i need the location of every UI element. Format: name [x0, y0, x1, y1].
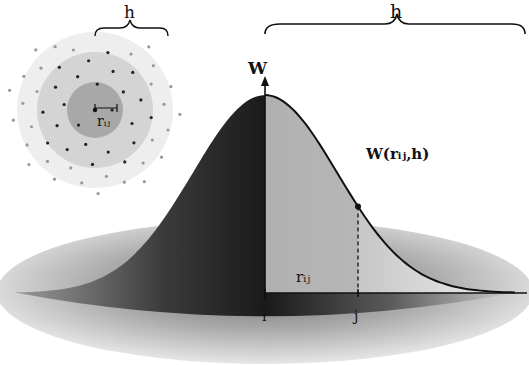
particle — [8, 89, 11, 92]
particle — [46, 160, 49, 163]
particle — [35, 90, 38, 93]
particle — [122, 90, 125, 93]
kernel-section — [265, 95, 515, 293]
axis-label: W(rᵢⱼ,h) — [366, 147, 429, 162]
rij-bracket — [95, 104, 117, 112]
h-bracket-small — [95, 20, 168, 36]
particle — [129, 52, 132, 55]
particle — [39, 67, 42, 70]
particle — [143, 180, 146, 183]
particle — [111, 108, 114, 111]
particle — [30, 125, 33, 128]
particle — [142, 161, 145, 164]
inner-region — [67, 82, 123, 138]
particle — [131, 71, 134, 74]
particle — [21, 102, 24, 105]
particle — [72, 48, 75, 51]
particle — [160, 156, 163, 159]
particle — [58, 66, 61, 69]
particle — [178, 113, 181, 116]
particle — [130, 122, 133, 125]
particle — [12, 119, 15, 122]
axis-tick — [264, 289, 265, 297]
particle — [53, 178, 56, 181]
particle — [27, 163, 30, 166]
particle — [54, 86, 57, 89]
section-strip — [265, 95, 358, 293]
particle — [150, 116, 153, 119]
particle — [96, 83, 99, 86]
disc-label: h — [390, 2, 402, 21]
particle — [84, 143, 87, 146]
axis-label: j — [354, 309, 358, 323]
particle — [107, 151, 110, 154]
w-axis — [264, 80, 266, 300]
particle — [54, 45, 57, 48]
particle — [147, 45, 150, 48]
particle — [106, 51, 109, 54]
particle — [166, 128, 169, 131]
particle — [91, 163, 94, 166]
particle — [55, 124, 58, 127]
particle — [87, 59, 90, 62]
axis-label: W — [248, 60, 267, 77]
particle — [123, 160, 126, 163]
dashed-j — [357, 207, 358, 293]
particle — [22, 75, 25, 78]
particle — [63, 103, 66, 106]
particle — [46, 141, 49, 144]
particle — [132, 141, 135, 144]
particle — [139, 98, 142, 101]
particle — [162, 103, 165, 106]
kernel-curve — [265, 95, 515, 293]
axis-label: i — [262, 309, 266, 323]
particle — [69, 166, 72, 169]
particle — [25, 143, 28, 146]
particle — [123, 181, 126, 184]
particle — [105, 175, 108, 178]
disc-label: h — [124, 4, 135, 21]
particle — [151, 138, 154, 141]
axis-label: rᵢⱼ — [296, 270, 310, 285]
particle — [169, 85, 172, 88]
r-axis — [265, 292, 527, 294]
particle — [76, 75, 79, 78]
particle — [150, 82, 153, 85]
particle — [96, 192, 99, 195]
particle — [152, 64, 155, 67]
particle — [66, 148, 69, 151]
disc-label: rᵢⱼ — [97, 114, 110, 128]
w-axis-arrow — [261, 76, 269, 86]
particle — [111, 70, 114, 73]
w-point — [355, 204, 361, 210]
support-region — [37, 52, 153, 168]
particle — [77, 123, 80, 126]
outer-region — [17, 32, 173, 188]
particle — [34, 48, 37, 51]
particle — [41, 111, 44, 114]
particle — [80, 181, 83, 184]
